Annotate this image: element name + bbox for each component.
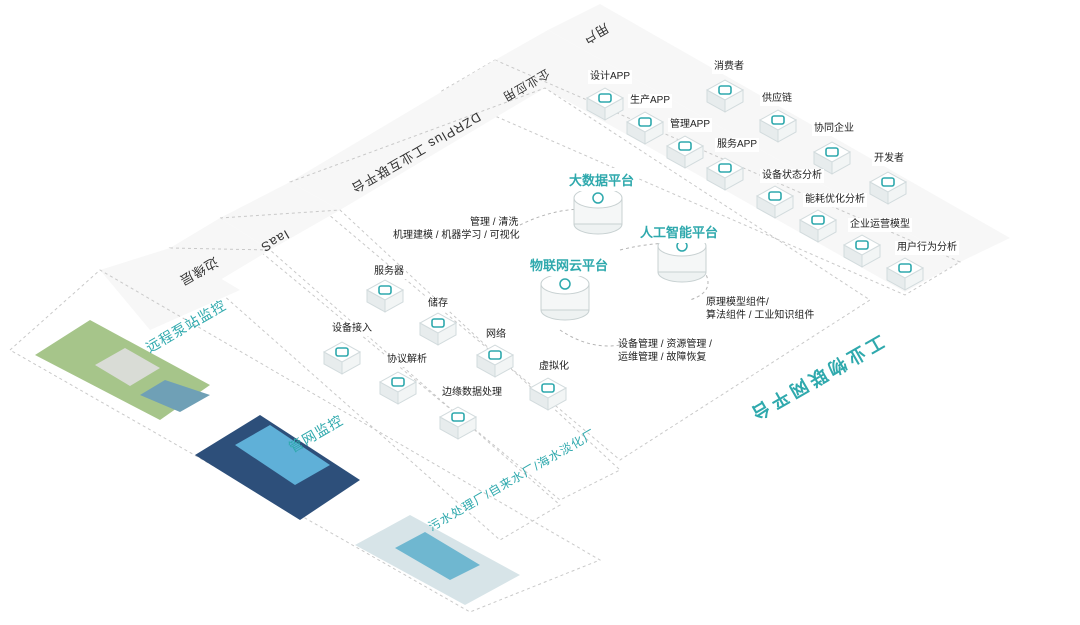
iaas-layer-edge [218,209,621,501]
pump-building-image [95,348,160,386]
server-icon-glyph [378,285,392,295]
ai-note-line1: 原理模型组件/ [706,297,769,308]
production-app-icon-glyph [638,117,652,127]
user-behavior-icon [885,257,925,291]
user-type-label: 消费者 [712,60,746,74]
big-data-platform-label: 大数据平台 [565,168,639,191]
user-type-label: 协同企业 [812,122,856,136]
treatment-plant-pool-image [395,532,480,580]
server-icon [365,279,405,313]
design-app-icon [585,87,625,121]
supply-chain-icon [758,109,798,143]
analytics-label: 设备状态分析 [760,169,824,183]
supply-chain-icon-glyph [771,115,785,125]
iaas-item-label: 储存 [426,297,450,311]
network-icon-glyph [488,350,502,360]
iot-cylinder [540,273,590,321]
operation-model-icon-glyph [855,240,869,250]
enterprise-app-label: 管理APP [668,118,713,132]
big-data-cylinder [573,187,623,235]
edge-item-label: 边缘数据处理 [440,386,504,400]
iot-note-line2: 运维管理 / 故障恢复 [618,352,707,363]
iaas-item-label: 服务器 [372,265,406,279]
iot-note-line1: 设备管理 / 资源管理 / [618,339,712,350]
site-images [35,320,520,605]
edge-item-label: 协议解析 [385,353,429,367]
storage-icon [418,312,458,346]
management-app-icon [665,135,705,169]
big-data-note-line1: 管理 / 清洗 [470,217,519,228]
user-type-label: 开发者 [872,152,906,166]
device-access-icon-glyph [335,347,349,357]
service-app-icon [705,157,745,191]
consumer-icon-glyph [718,85,732,95]
device-status-icon-glyph [768,191,782,201]
iaas-item-label: 网络 [484,328,508,342]
platform-layer-panel [290,60,545,210]
site-panel-edge [9,269,602,613]
enterprise-app-label: 生产APP [628,94,673,108]
pump-water-image [140,380,210,412]
enterprise-app-label: 设计APP [588,70,633,84]
enterprise-app-label: 服务APP [715,138,760,152]
edge-layer-edge [168,247,561,541]
edge-data-icon [438,406,478,440]
edge-data-icon-glyph [451,412,465,422]
iot-platform-label: 物联网云平台 [526,253,613,276]
protocol-icon [378,371,418,405]
protocol-icon-glyph [391,377,405,387]
developer-icon-glyph [881,177,895,187]
partner-enterprise-icon-glyph [825,147,839,157]
energy-icon [798,209,838,243]
user-behavior-icon-glyph [898,263,912,273]
big-data-note-line2: 机理建模 / 机器学习 / 可视化 [393,230,520,241]
ai-note-line2: 算法组件 / 工业知识组件 [706,310,815,321]
operation-model-icon [842,234,882,268]
user-type-label: 供应链 [760,92,794,106]
edge-item-label: 设备接入 [330,322,374,336]
consumer-icon [705,79,745,113]
cube-icons [322,79,925,440]
partner-enterprise-icon [812,141,852,175]
management-app-icon-glyph [678,141,692,151]
production-app-icon [625,111,665,145]
developer-icon [868,171,908,205]
device-status-icon [755,185,795,219]
analytics-label: 用户行为分析 [895,241,959,255]
service-app-icon-glyph [718,163,732,173]
design-app-icon-glyph [598,93,612,103]
storage-icon-glyph [431,318,445,328]
analytics-label: 企业运营模型 [848,218,912,232]
analytics-label: 能耗优化分析 [803,193,867,207]
ai-platform-label: 人工智能平台 [636,220,723,243]
virtualization-icon-glyph [541,383,555,393]
iaas-layer-panel [220,182,340,250]
site-pump-panel [100,248,240,330]
iaas-item-label: 虚拟化 [537,360,571,374]
virtualization-icon [528,377,568,411]
energy-icon-glyph [811,215,825,225]
device-access-icon [322,341,362,375]
network-icon [475,344,515,378]
pipe-network-water-image [235,425,330,485]
